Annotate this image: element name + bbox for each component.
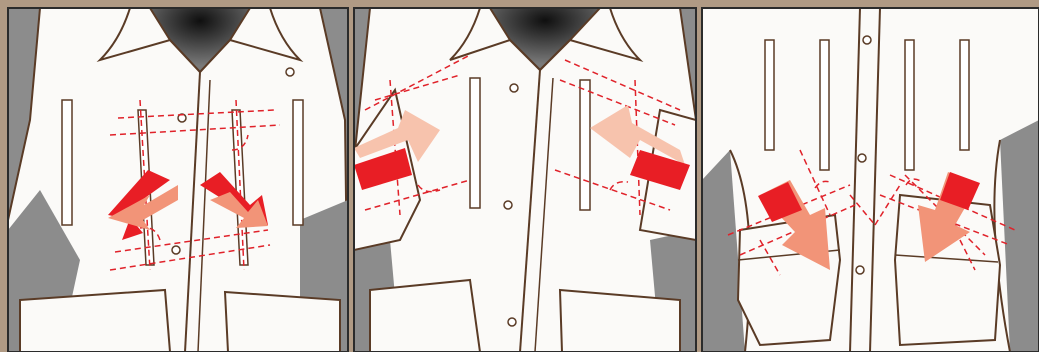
- panel-chest-pockets-inward: [8, 8, 348, 352]
- button: [863, 36, 871, 44]
- slit: [765, 40, 774, 150]
- button: [856, 266, 864, 274]
- lower-pocket-left: [370, 280, 480, 352]
- button: [286, 68, 294, 76]
- slit: [820, 40, 829, 170]
- button: [510, 84, 518, 92]
- button: [504, 201, 512, 209]
- button: [858, 154, 866, 162]
- slit: [62, 100, 72, 225]
- panel-hands-in-pockets: [354, 8, 696, 352]
- button: [508, 318, 516, 326]
- slit: [470, 78, 480, 208]
- panel-lower-pockets: [702, 8, 1039, 352]
- lower-pocket-right: [560, 290, 680, 352]
- lower-pocket-right: [225, 292, 340, 352]
- slit: [960, 40, 969, 150]
- button: [172, 246, 180, 254]
- slit: [580, 80, 590, 210]
- lower-pocket-left: [20, 290, 170, 352]
- slit: [905, 40, 914, 170]
- slit: [293, 100, 303, 225]
